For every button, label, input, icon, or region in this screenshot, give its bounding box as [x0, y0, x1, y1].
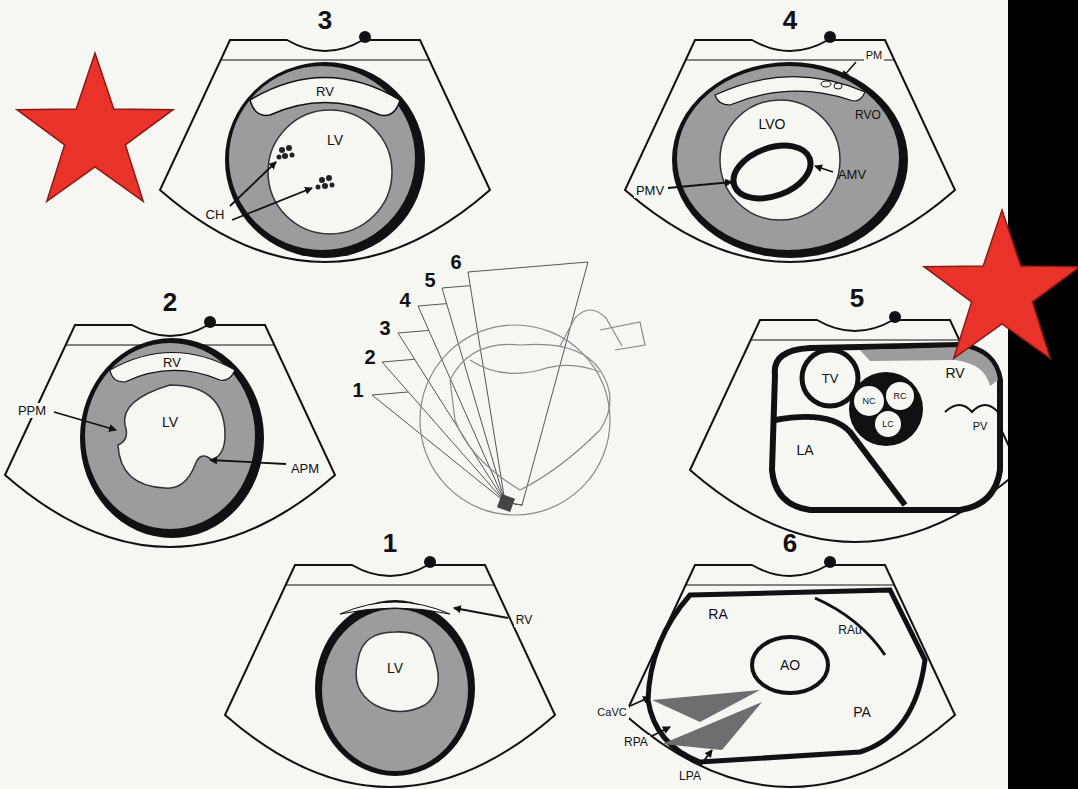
- scan-sector: [5, 316, 335, 547]
- plane-number: 1: [350, 379, 365, 401]
- plane-number: 6: [448, 251, 463, 273]
- structure-label: NC: [861, 396, 878, 407]
- structure-label: RPA: [622, 735, 650, 749]
- red-star: [17, 53, 173, 201]
- plane-number: 5: [422, 269, 437, 291]
- black-margin: [1008, 0, 1078, 789]
- structure-label: APM: [289, 461, 321, 476]
- structure-label: LV: [385, 660, 405, 676]
- structure-label: PA: [851, 704, 873, 720]
- scan-sector: [225, 556, 555, 787]
- structure-label: TV: [820, 371, 841, 386]
- panel-number: 6: [781, 529, 799, 557]
- structure-label: LPA: [677, 769, 703, 783]
- structure-label: LV: [325, 132, 345, 148]
- heart-sketch: [420, 310, 645, 515]
- plane-number: 3: [377, 317, 392, 339]
- structure-label: AO: [778, 657, 802, 673]
- structure-label: AMV: [836, 167, 868, 182]
- panel-number: 2: [161, 288, 179, 316]
- structure-label: RVO: [853, 108, 883, 122]
- structure-label: RV: [514, 613, 534, 627]
- structure-label: LC: [880, 419, 896, 430]
- plane-number: 4: [397, 289, 412, 311]
- structure-label: LVO: [757, 116, 788, 132]
- heart-section: [54, 338, 286, 538]
- structure-label: PM: [864, 49, 885, 62]
- scan-sector: [625, 556, 955, 787]
- structure-label: RC: [892, 391, 909, 402]
- structure-label: LA: [794, 442, 815, 458]
- heart-section: [668, 62, 908, 258]
- scan-sector: [160, 31, 490, 262]
- structure-label: RAu: [836, 623, 863, 637]
- panel-number: 4: [781, 6, 799, 34]
- structure-label: CaVC: [595, 706, 628, 719]
- heart-section: [315, 600, 508, 776]
- structure-label: RA: [706, 606, 729, 622]
- panel-number: 3: [316, 6, 334, 34]
- panel-number: 5: [848, 284, 866, 312]
- panel-number: 1: [381, 529, 399, 557]
- structure-label: PPM: [16, 403, 48, 418]
- structure-label: PMV: [634, 183, 666, 198]
- heart-section: [225, 62, 425, 258]
- red-star: [924, 210, 1078, 358]
- structure-label: RV: [943, 365, 966, 381]
- scan-sector: [625, 31, 955, 262]
- structure-label: PV: [971, 420, 990, 433]
- heart-section: [772, 345, 1000, 510]
- structure-label: CH: [204, 207, 227, 222]
- heart-section: [630, 590, 925, 766]
- structure-label: RV: [314, 84, 336, 99]
- plane-number: 2: [362, 346, 377, 368]
- structure-label: LV: [160, 414, 180, 430]
- transducer: [497, 494, 515, 512]
- structure-label: RV: [161, 355, 183, 370]
